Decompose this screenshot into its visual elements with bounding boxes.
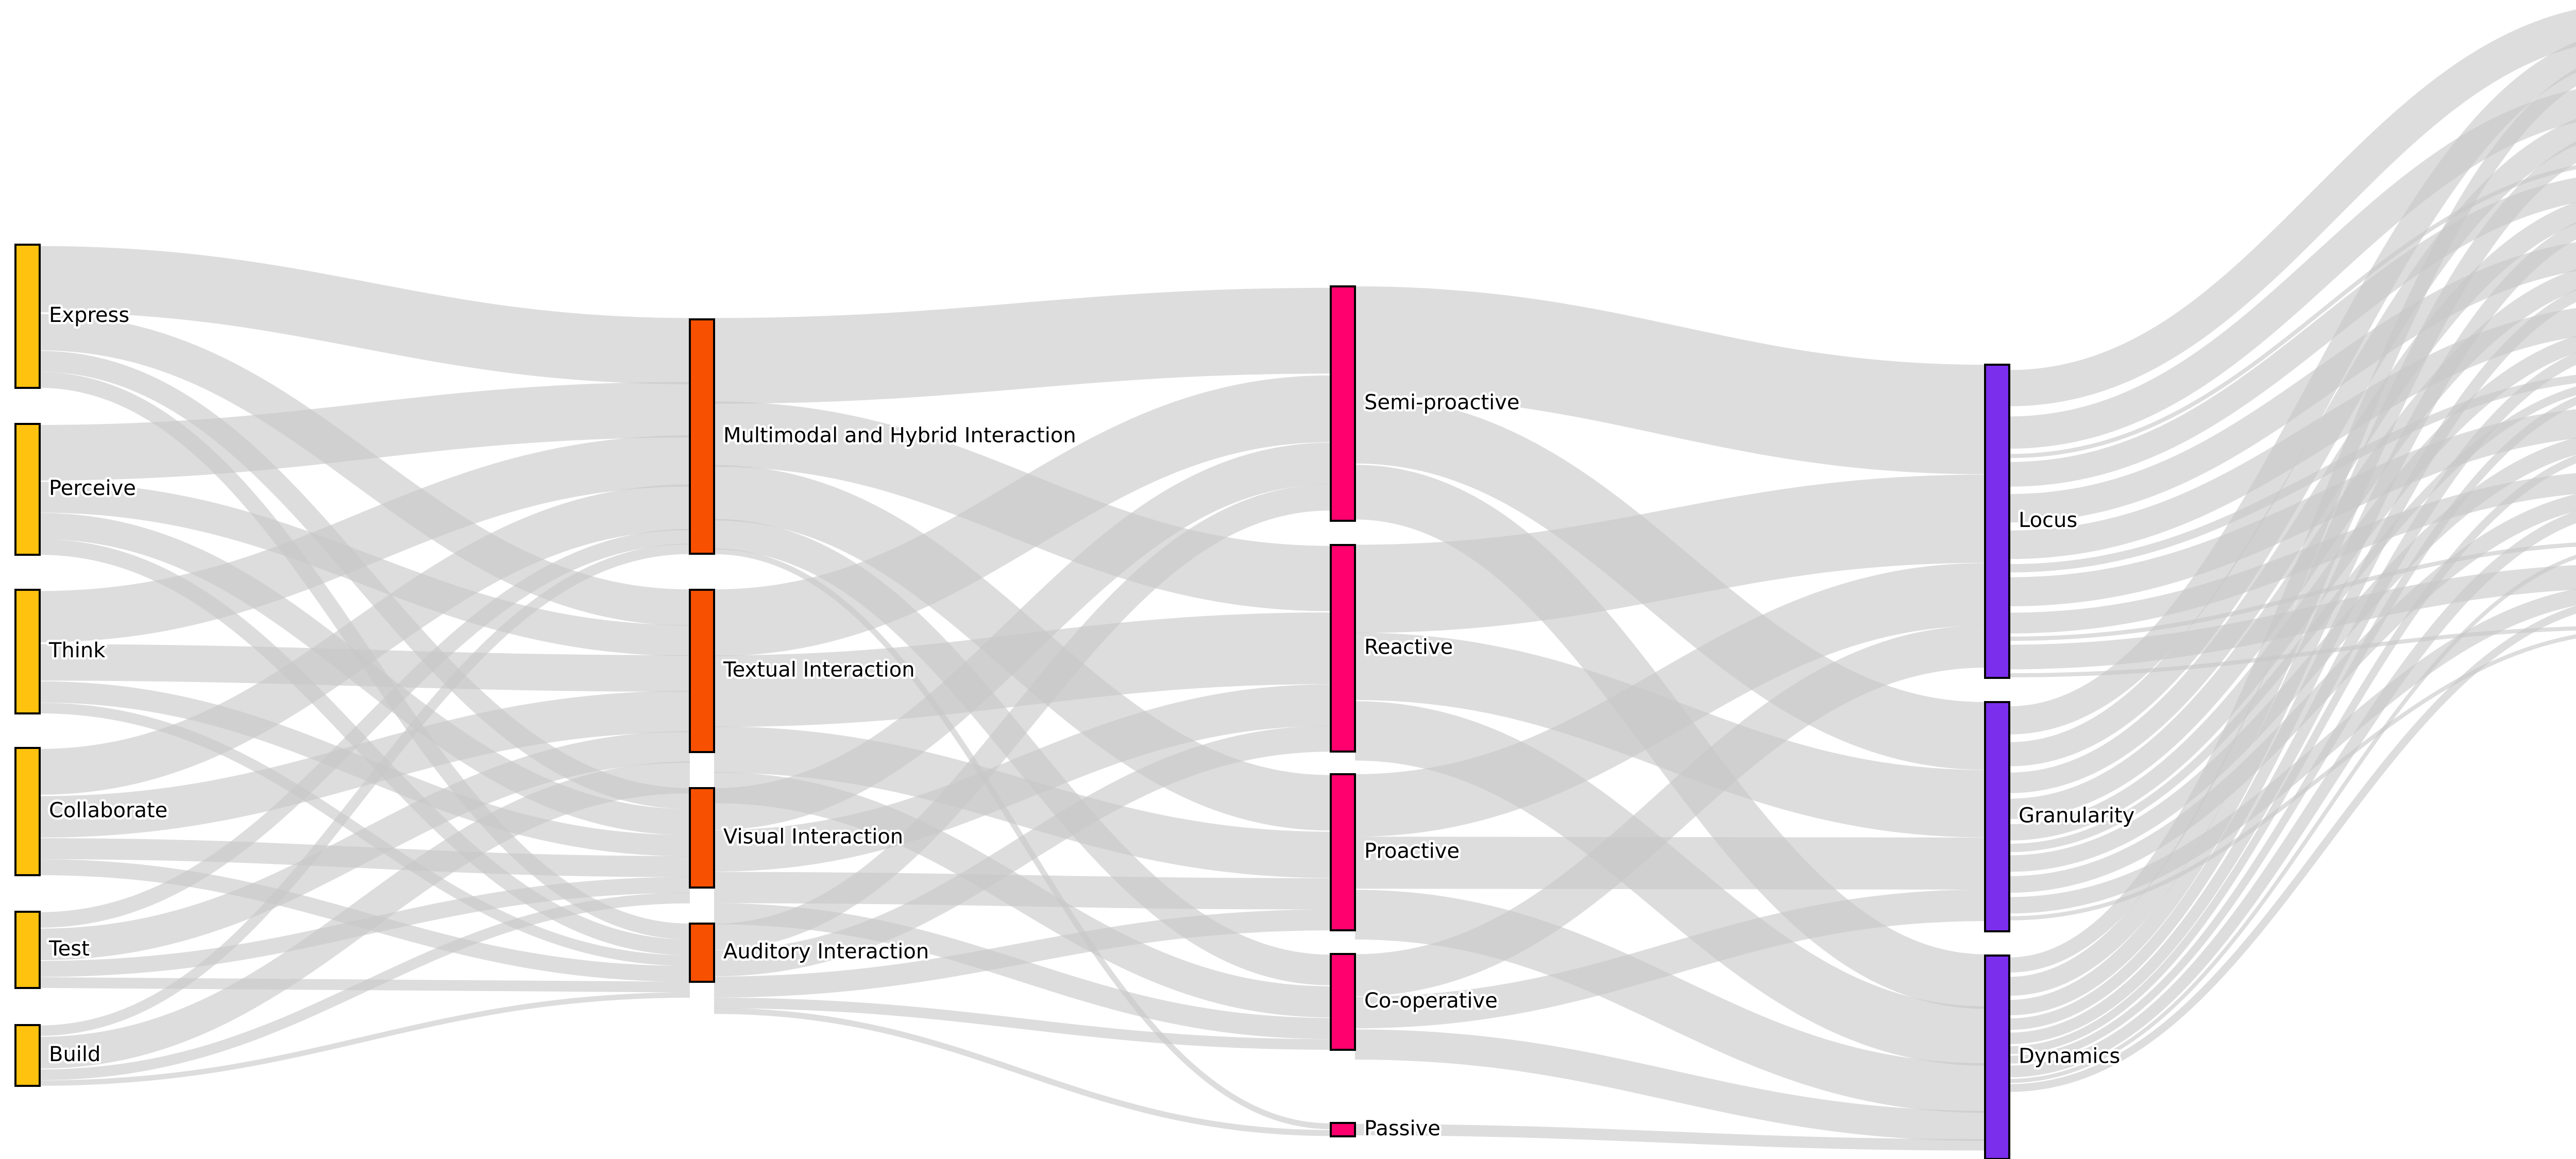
sankey-node-test[interactable] [14,911,41,989]
sankey-link [1354,1123,1986,1151]
sankey-link [1354,563,1986,837]
sankey-link [2009,42,2576,735]
sankey-node-collaborate[interactable] [14,747,41,876]
sankey-link [39,731,690,961]
sankey-node-label-semiproactive: Semi-proactive [1364,391,1520,415]
sankey-node-passive[interactable] [1330,1122,1356,1137]
sankey-link [714,519,1331,985]
sankey-node-proactive[interactable] [1330,773,1356,931]
sankey-node-label-express: Express [49,303,129,327]
sankey-link [39,382,690,481]
sankey-link [2009,9,2576,406]
sankey-link [2009,69,2576,973]
sankey-node-label-multimodal: Multimodal and Hybrid Interaction [723,424,1076,448]
sankey-link [714,684,1331,872]
sankey-link [1354,625,1986,997]
sankey-link [2009,555,2576,1083]
sankey-links-layer [39,9,2576,1151]
sankey-node-label-think: Think [48,639,106,662]
sankey-link [39,482,690,656]
sankey-link [39,690,690,838]
sankey-link [714,442,1331,830]
sankey-link [714,997,1331,1050]
sankey-link [39,314,690,626]
sankey-node-cooperative[interactable] [1330,953,1356,1051]
sankey-link [2009,177,2576,487]
sankey-link [2009,352,2576,1044]
sankey-link [39,435,690,642]
sankey-link [714,909,1331,998]
sankey-link [39,992,690,1086]
sankey-node-visual[interactable] [689,787,715,889]
sankey-node-label-textual: Textual Interaction [723,658,915,682]
sankey-link [2009,141,2576,996]
sankey-link [1354,474,1986,633]
sankey-link [1354,890,1986,1113]
sankey-link [39,246,690,384]
sankey-node-label-visual: Visual Interaction [723,825,903,849]
sankey-node-label-granularity: Granularity [2019,804,2134,828]
sankey-node-label-proactive: Proactive [1364,840,1460,863]
sankey-node-semiproactive[interactable] [1330,285,1356,522]
sankey-link [39,529,690,928]
sankey-node-granularity[interactable] [1984,701,2010,932]
sankey-node-reactive[interactable] [1330,544,1356,753]
sankey-node-label-passive: Passive [1364,1117,1440,1140]
sankey-link [39,761,690,1069]
sankey-link [714,484,1331,950]
sankey-node-express[interactable] [14,244,41,389]
sankey-node-build[interactable] [14,1024,41,1087]
sankey-node-multimodal[interactable] [689,318,715,555]
sankey-link [2009,510,2576,1078]
sankey-node-auditory[interactable] [689,923,715,983]
sankey-node-label-cooperative: Co-operative [1364,989,1498,1013]
sankey-link [1354,1029,1986,1141]
sankey-link [714,725,1331,977]
sankey-link [39,644,690,692]
sankey-link [1354,889,1986,1029]
sankey-link [714,872,1331,910]
sankey-link [714,726,1331,878]
sankey-node-label-dynamics: Dynamics [2019,1045,2120,1068]
sankey-link [39,892,690,1080]
sankey-nodes-layer [14,244,2010,1159]
sankey-link [714,612,1331,727]
sankey-link [39,484,690,795]
sankey-node-label-reactive: Reactive [1364,636,1453,659]
sankey-node-think[interactable] [14,589,41,714]
sankey-node-label-build: Build [49,1043,100,1066]
sankey-node-locus[interactable] [1984,364,2010,679]
sankey-link [2009,397,2576,1054]
sankey-node-label-collaborate: Collaborate [49,799,167,823]
sankey-node-textual[interactable] [689,589,715,753]
sankey-node-label-locus: Locus [2019,508,2077,532]
sankey-node-perceive[interactable] [14,423,41,556]
sankey-link [39,543,690,1036]
sankey-link [2009,222,2576,1016]
sankey-link [714,1008,1331,1136]
sankey-node-label-auditory: Auditory Interaction [723,940,929,964]
sankey-node-label-test: Test [48,937,90,961]
sankey-link [2009,119,2576,766]
sankey-node-dynamics[interactable] [1984,955,2010,1159]
sankey-node-label-perceive: Perceive [49,476,136,500]
sankey-link [2009,289,2576,1030]
sankey-link [2009,606,2576,1092]
sankey-link [2009,455,2576,1064]
sankey-link [714,375,1331,656]
sankey-link [1354,286,1986,474]
sankey-link [714,287,1331,404]
sankey-labels-layer: ExpressPerceiveThinkCollaborateTestBuild… [46,301,2137,1143]
sankey-link [1354,837,1986,890]
